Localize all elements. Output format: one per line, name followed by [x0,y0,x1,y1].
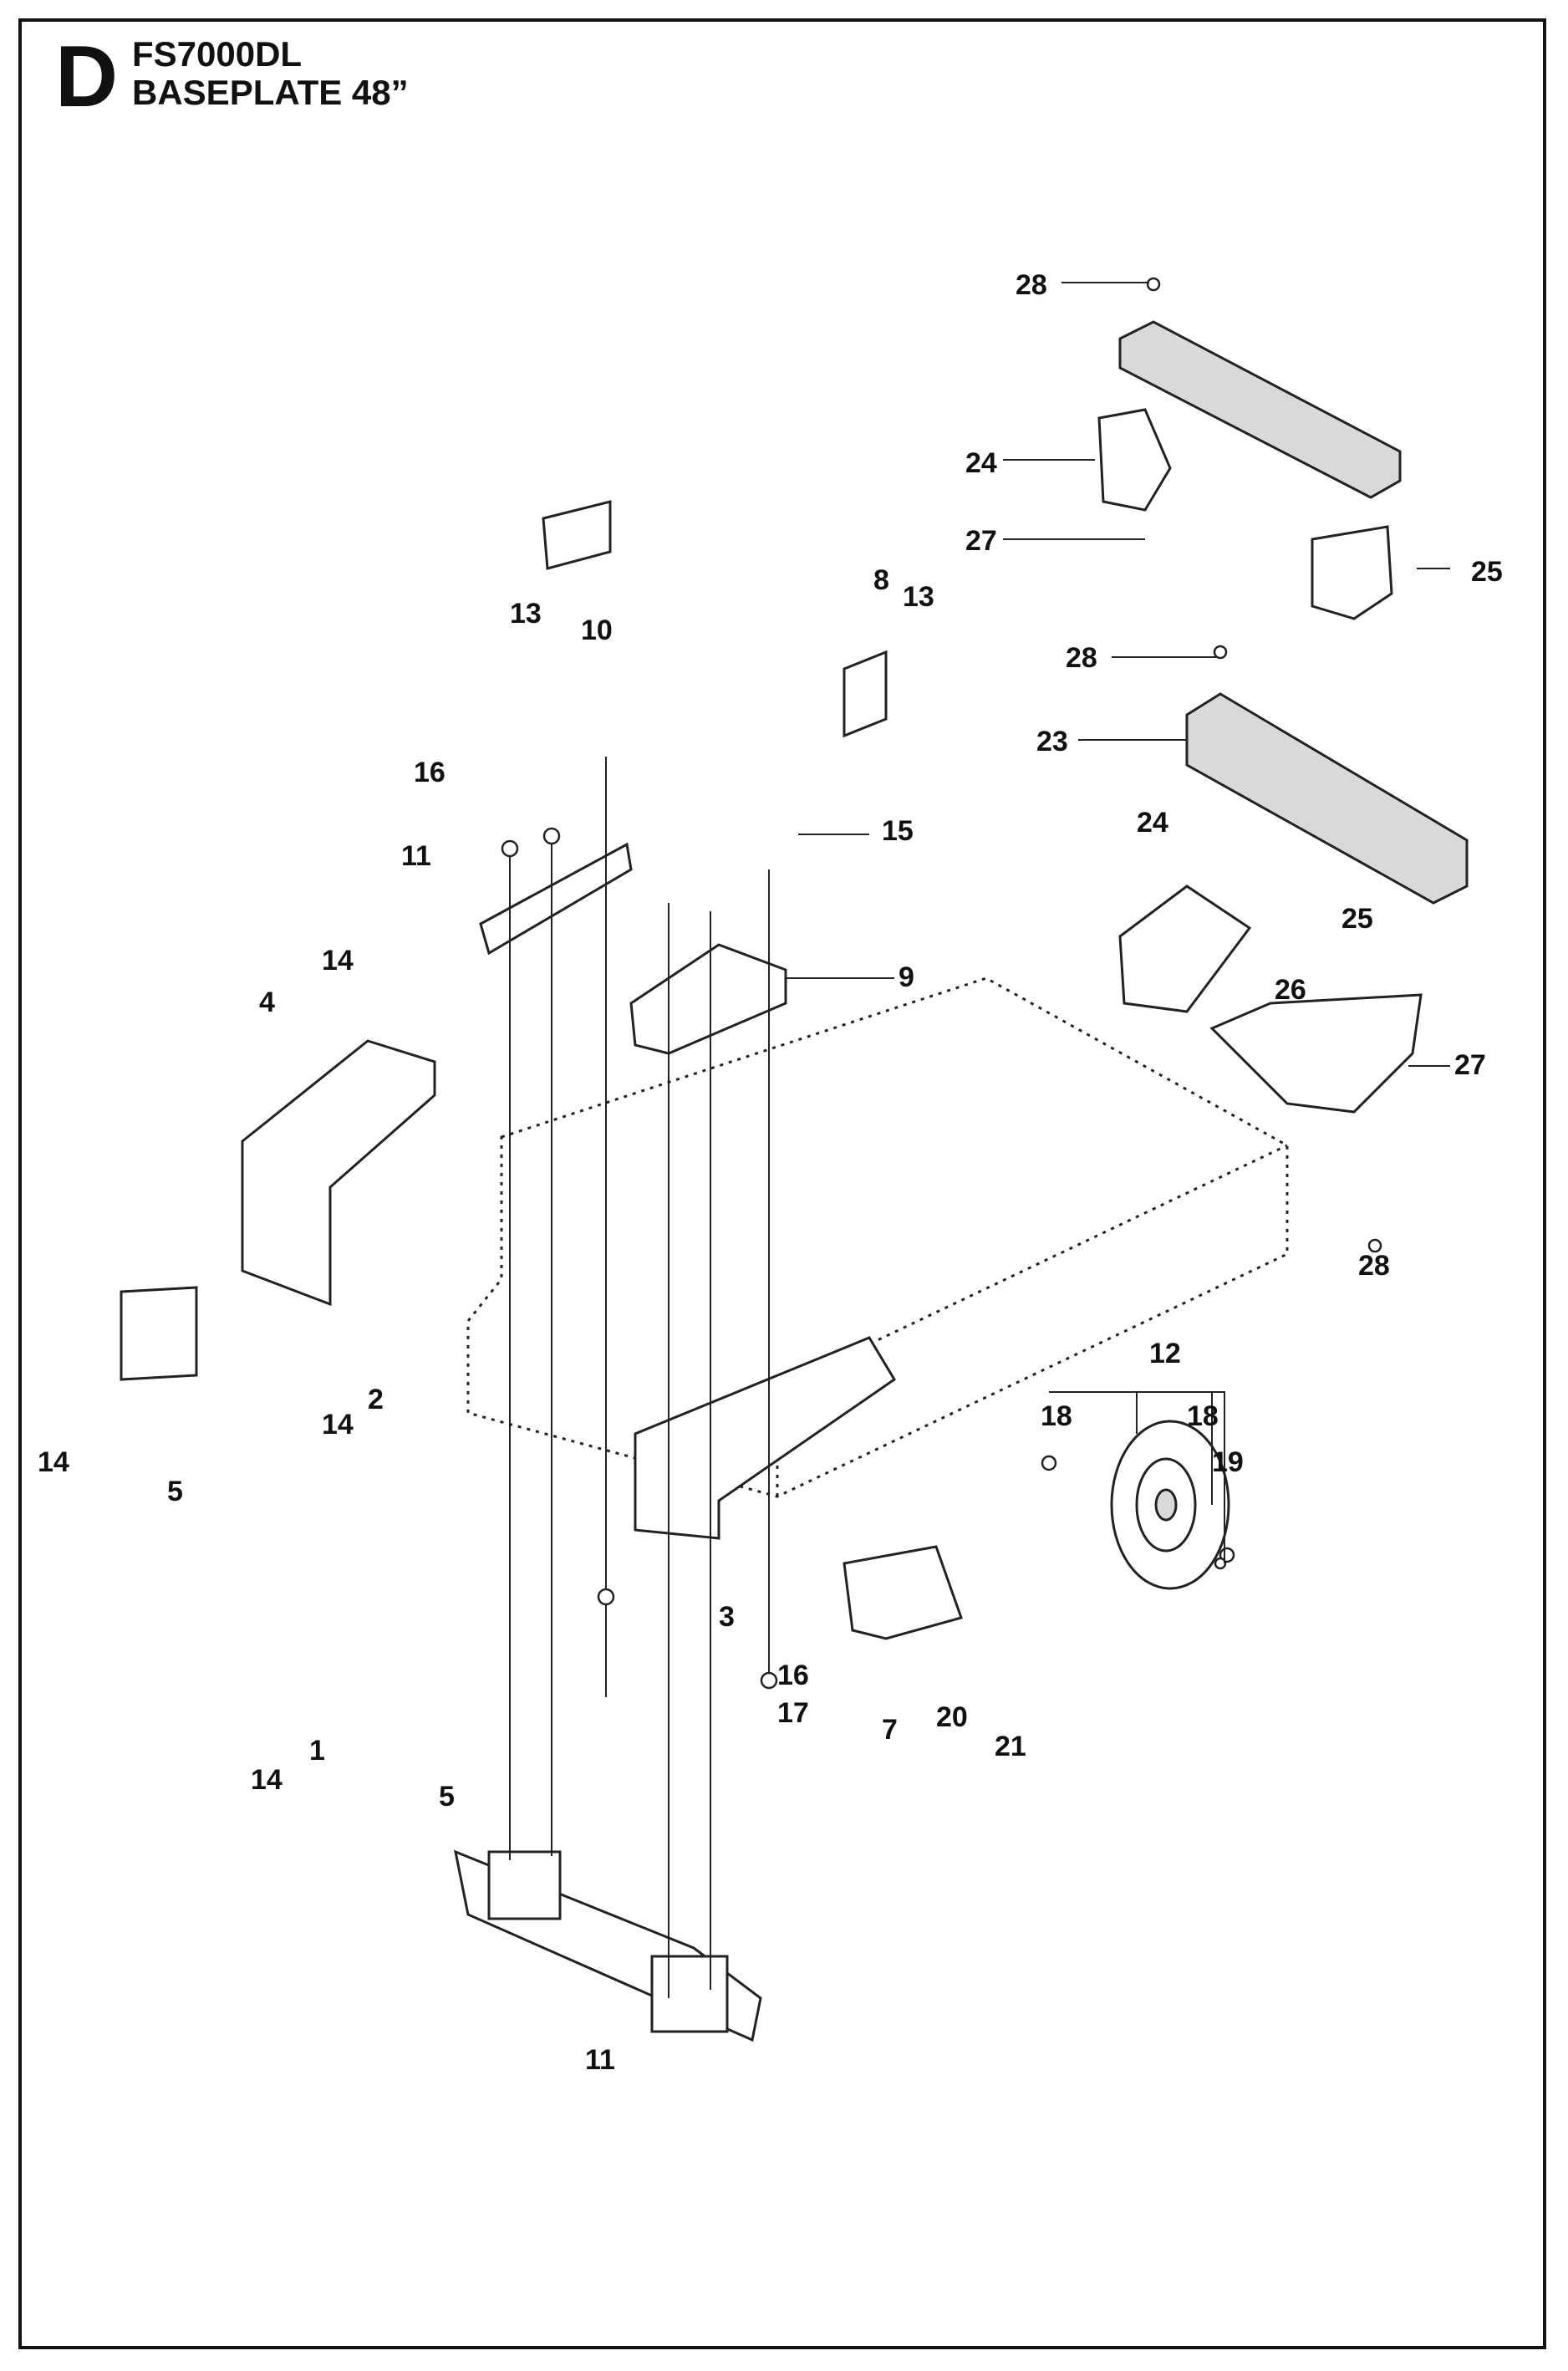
diagram-border [18,18,1546,2349]
callout-14c: 14 [38,1446,69,1478]
callout-leaders [786,282,1450,1563]
callout-18: 18 [1041,1400,1072,1432]
bumper-top [1097,320,1402,620]
callout-12: 12 [1149,1338,1181,1369]
callout-25b: 25 [1341,903,1373,935]
callout-28: 28 [1016,269,1047,301]
bumper-lower [1118,692,1469,1114]
long-bolts [509,757,770,1998]
wheel-12 [1110,1420,1230,1590]
callout-2: 2 [368,1384,384,1415]
bracket-left-4 [120,1039,436,1381]
callout-10: 11 [401,840,431,872]
callout-24: 24 [965,447,997,479]
callout-28c: 28 [1358,1250,1390,1282]
callout-5b: 5 [439,1781,455,1813]
callout-14d: 14 [251,1764,283,1796]
callout-17: 17 [777,1697,809,1729]
axle-11 [453,1849,762,2042]
section-letter: D [55,28,119,125]
callout-8: 10 [581,614,613,646]
bracket-9-10 [479,842,787,1055]
model-title: FS7000DL [132,34,303,74]
callout-21: 21 [995,1731,1026,1762]
callout-3: 3 [719,1601,735,1633]
baseplate-outline [466,976,1289,1498]
callout-14b: 14 [322,1409,354,1440]
callout-16b: 16 [777,1660,809,1691]
callout-11: 11 [585,2044,615,2076]
callout-16: 16 [414,757,445,788]
fasteners [501,277,1382,1690]
callout-9: 9 [899,961,914,993]
callout-1: 1 [309,1735,325,1767]
callout-labels: 28 24 27 25 13 10 8 13 28 23 16 15 24 11… [38,269,1503,2076]
callout-19: 19 [1212,1446,1244,1478]
callout-27: 27 [965,525,997,557]
callout-7: 8 [873,564,889,596]
bracket-7-8 [542,500,888,738]
callout-14: 14 [322,945,354,976]
callout-6: 7 [882,1714,898,1746]
callout-23: 23 [1036,726,1068,757]
callout-5: 5 [167,1476,183,1507]
callout-13b: 13 [903,581,934,613]
callout-18b: 18 [1187,1400,1219,1432]
callout-15: 15 [882,815,914,847]
callout-25: 25 [1471,556,1503,588]
bracket-right-3 [634,1336,963,1640]
callout-26: 26 [1275,974,1306,1006]
callout-24b: 24 [1137,807,1168,839]
callout-13: 13 [510,598,542,630]
callout-27b: 27 [1454,1049,1486,1081]
callout-20: 20 [936,1701,968,1733]
callout-28b: 28 [1066,642,1097,674]
callout-4: 4 [259,987,275,1018]
diagram-subtitle: BASEPLATE 48” [132,73,409,112]
